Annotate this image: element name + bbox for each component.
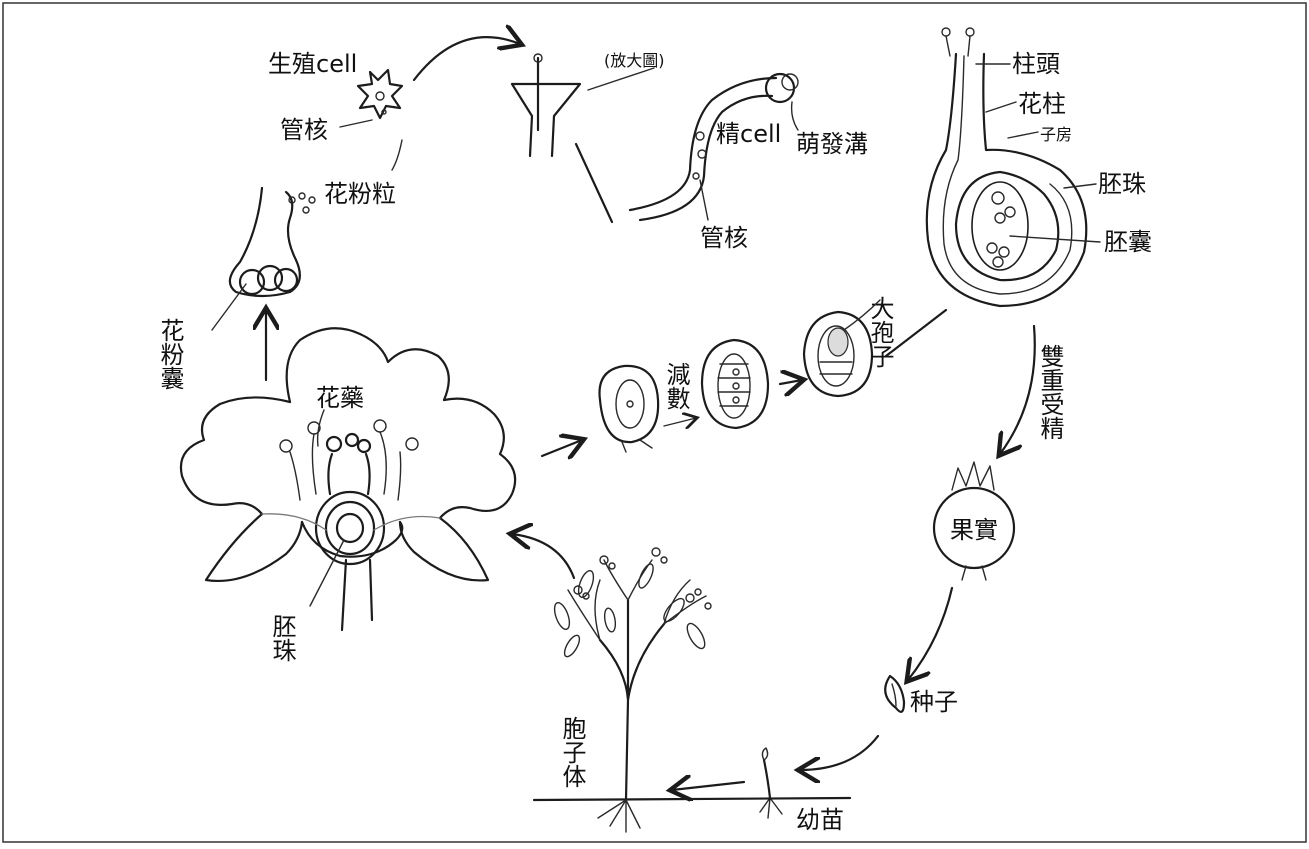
leader-ovule-right <box>1063 183 1097 189</box>
seed-drawing <box>884 674 906 713</box>
label-pollen-sac: 花粉囊 <box>156 318 184 390</box>
label-fruit: 果實 <box>950 516 998 544</box>
leader-style <box>985 101 1017 113</box>
connector-megaspore-to-ovary <box>884 308 948 358</box>
leader-anther <box>316 409 325 447</box>
label-sporophyte: 胞子体 <box>558 716 586 788</box>
ground-line <box>532 796 852 802</box>
arrow-to-stigma <box>412 37 520 82</box>
leader-pollen-sac <box>211 283 247 331</box>
label-reproductive-cell: 生殖cell <box>268 50 357 78</box>
ovule-stage-3 <box>802 310 874 398</box>
arrow-to-megaspore <box>778 380 802 384</box>
sporophyte-tree-drawing <box>553 547 712 833</box>
label-ovule-right: 胚珠 <box>1098 170 1146 198</box>
label-seed: 种子 <box>910 688 958 716</box>
leader-tube-nucleus <box>339 119 373 128</box>
arrow-sporophyte-to-flower <box>512 534 576 580</box>
fruit-drawing <box>932 461 1016 581</box>
ovule-stage-1 <box>598 364 660 453</box>
label-stigma: 柱頭 <box>1012 50 1060 78</box>
label-megaspore: 大孢子 <box>866 296 894 368</box>
leader-germ-pore <box>790 101 799 131</box>
stigma-magnified-drawing <box>510 53 582 158</box>
label-ovule-flower: 胚珠 <box>268 614 296 662</box>
label-double-fertilization: 雙重受精 <box>1036 344 1064 440</box>
label-meiosis: 減數 <box>662 362 690 410</box>
label-pollen-grain: 花粉粒 <box>324 180 396 208</box>
leader-pollen-grain <box>391 139 403 171</box>
label-sperm-cell: 精cell <box>716 120 781 148</box>
arrow-to-sporophyte <box>672 782 746 790</box>
leader-ovary <box>1007 131 1039 139</box>
label-style: 花柱 <box>1018 90 1066 118</box>
label-germ-pore: 萌發溝 <box>796 130 868 158</box>
anther-drawing <box>228 186 316 298</box>
pollen-tube-drawing <box>628 72 799 222</box>
flower-drawing <box>179 327 517 632</box>
arrow-flower-to-ovule <box>540 440 582 456</box>
leader-embryo-sac <box>1009 235 1101 243</box>
leader-ovule-flower <box>309 539 345 607</box>
leader-tube-nucleus-2 <box>699 179 709 221</box>
leader-magnified <box>587 67 655 91</box>
arrow-to-seedling <box>800 734 880 770</box>
arrow-to-seed <box>908 586 954 680</box>
label-anther: 花藥 <box>316 384 364 412</box>
arrow-to-fruit <box>1000 324 1036 454</box>
arrow-meiosis <box>663 418 696 426</box>
leader-megaspore <box>843 299 881 331</box>
label-tube-nucleus-2: 管核 <box>700 224 748 252</box>
label-tube-nucleus: 管核 <box>280 116 328 144</box>
label-seedling: 幼苗 <box>796 806 844 834</box>
pollen-grain-drawing <box>356 68 404 120</box>
connector-to-tube <box>574 142 614 224</box>
ovule-stage-2 <box>700 338 770 430</box>
pistil-drawing <box>925 27 1088 308</box>
label-ovary: 子房 <box>1040 125 1072 144</box>
label-magnified: (放大圖) <box>604 51 665 70</box>
seedling-drawing <box>759 747 783 819</box>
label-embryo-sac: 胚囊 <box>1104 228 1152 256</box>
